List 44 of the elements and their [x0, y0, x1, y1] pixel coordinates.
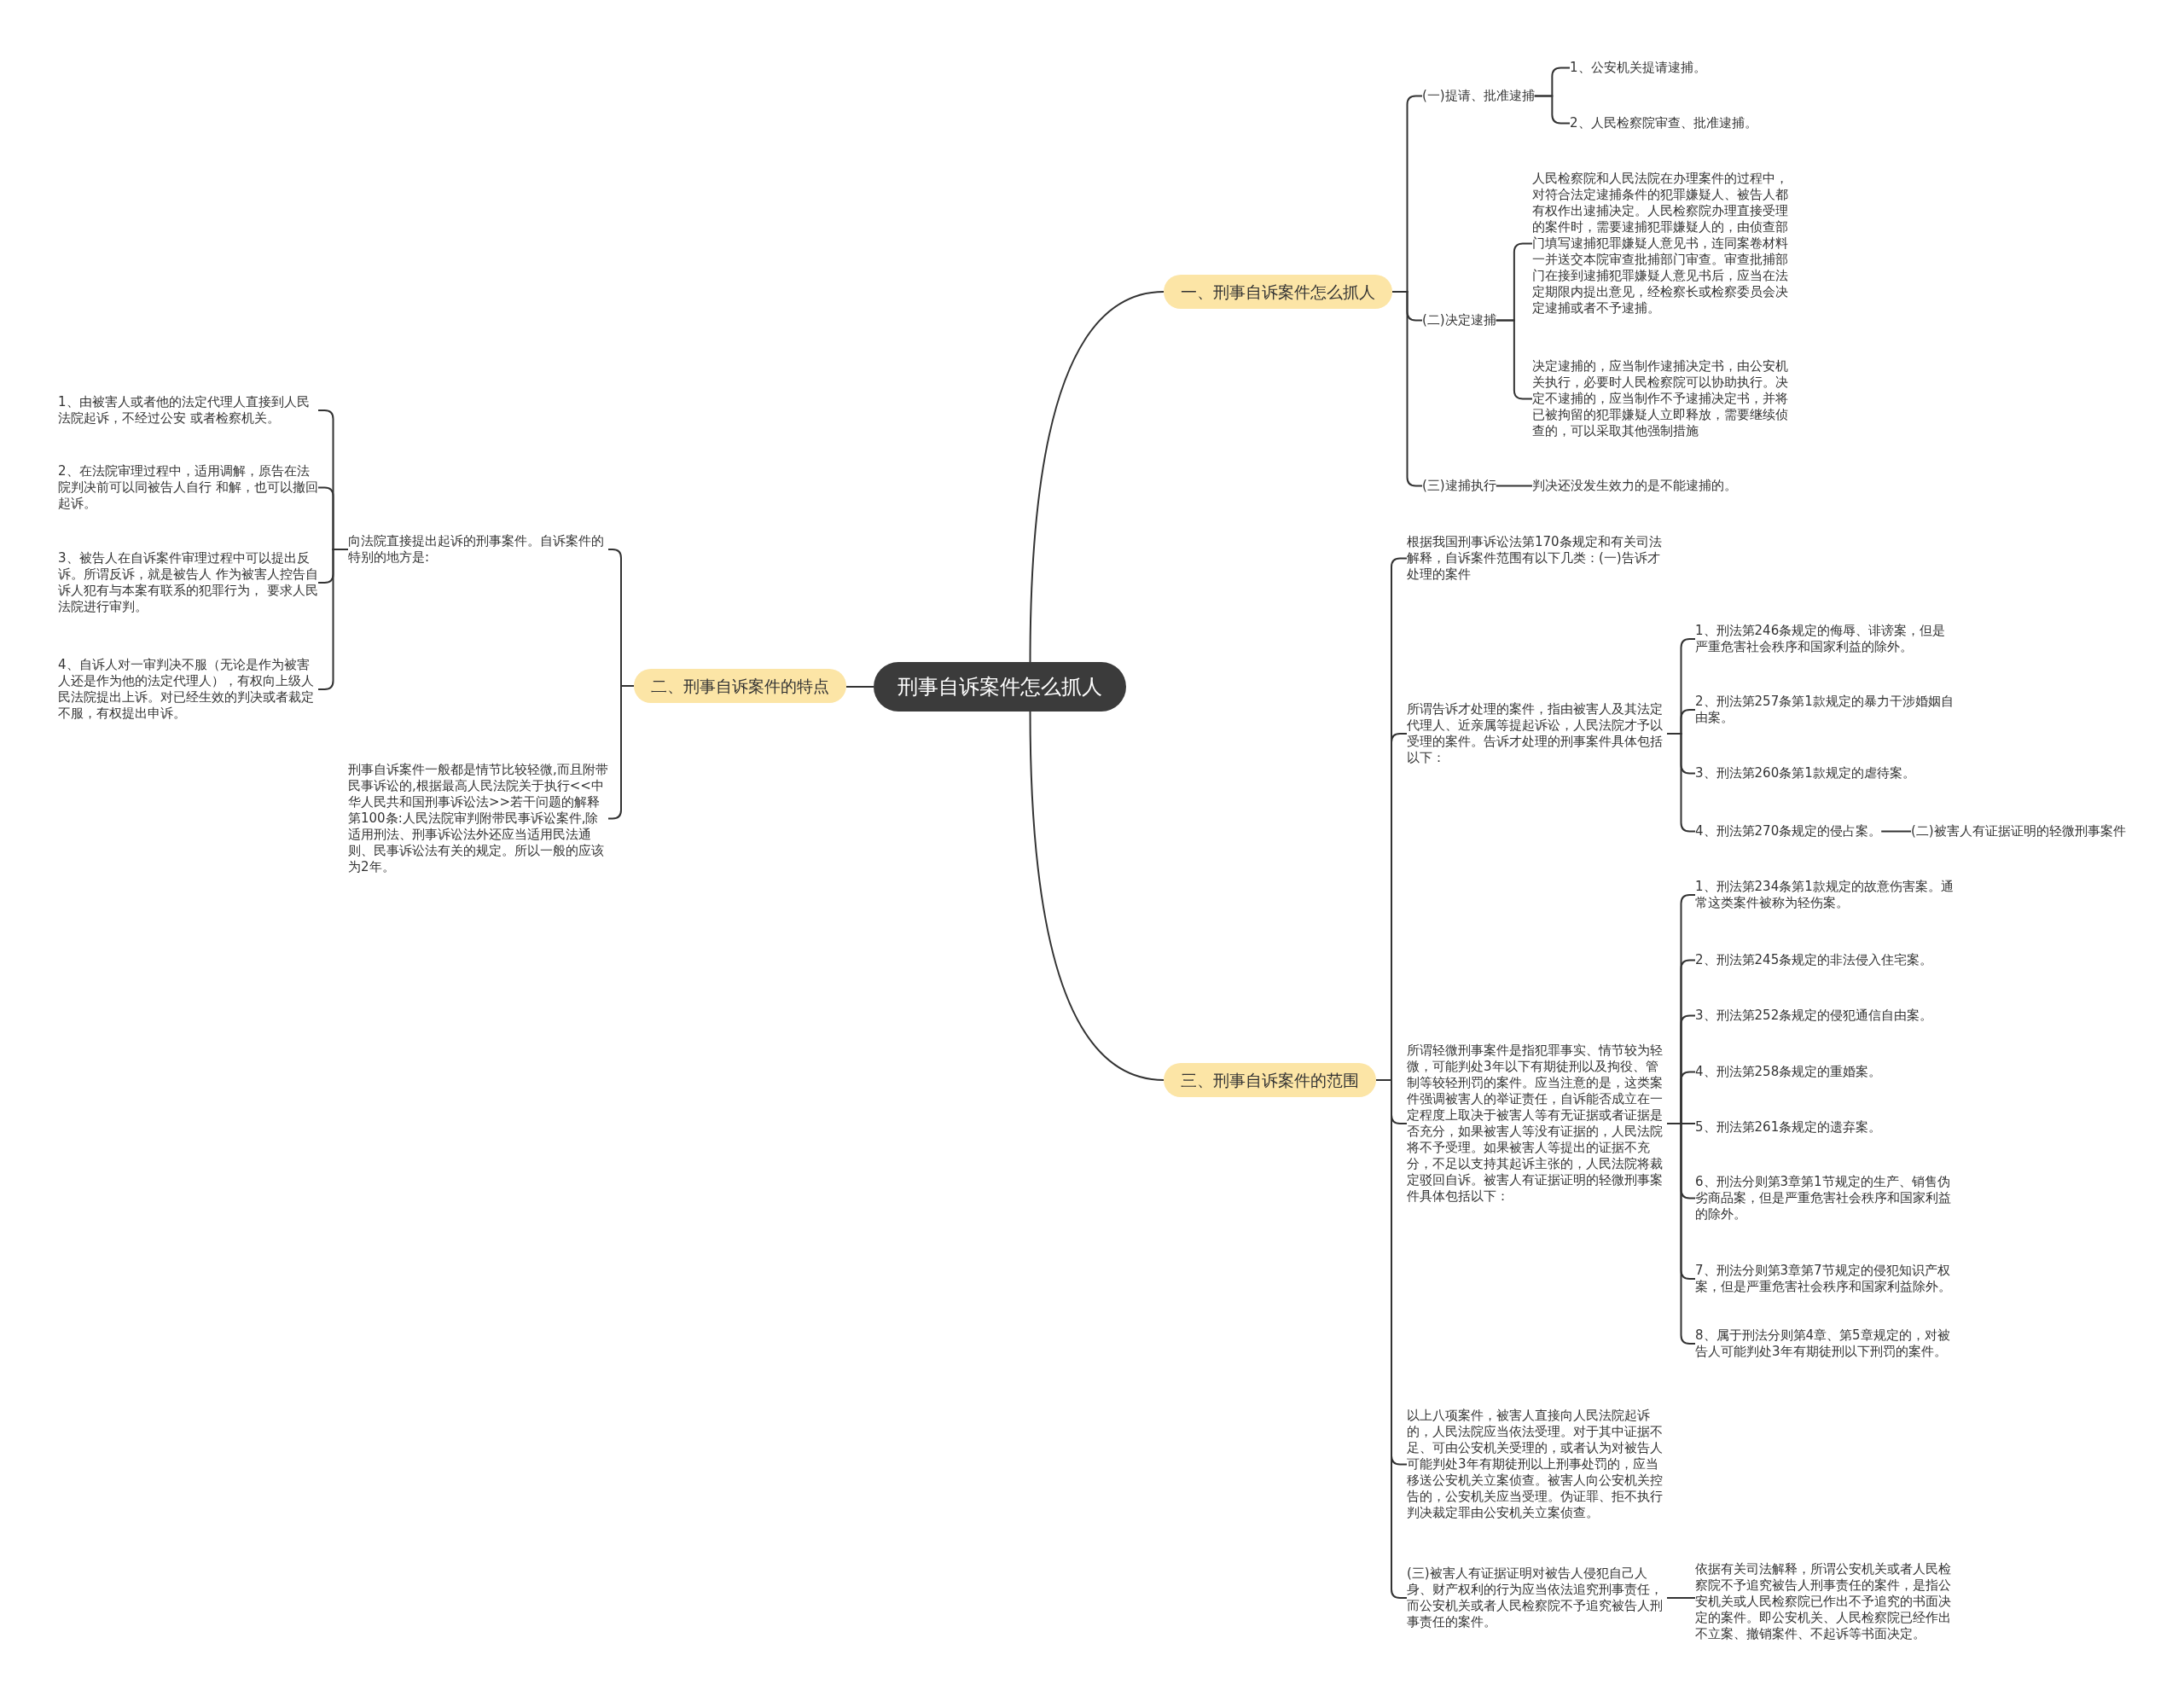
- branch-topic: 三、刑事自诉案件的范围: [1164, 1063, 1376, 1097]
- connector-line: [845, 686, 874, 688]
- topic-text: 3、刑法第252条规定的侵犯通信自由案。: [1695, 1008, 1933, 1024]
- branch-topic: 一、刑事自诉案件怎么抓人: [1164, 275, 1392, 309]
- topic-text: 所谓告诉才处理的案件，指由被害人及其法定代理人、近亲属等提起诉讼，人民法院才予以受理的案件。告诉才处理的刑事案件具体包括以下：: [1407, 701, 1667, 766]
- topic-text: 判决还没发生效力的是不能逮捕的。: [1532, 478, 1737, 494]
- connector-line: [1029, 291, 1165, 663]
- topic-text: (一)提请、批准逮捕: [1422, 88, 1535, 104]
- topic-text: 4、刑法第258条规定的重婚案。: [1695, 1064, 1882, 1080]
- topic-text: 2、人民检察院审查、批准逮捕。: [1570, 115, 1757, 131]
- topic-text: 1、由被害人或者他的法定代理人直接到人民法院起诉，不经过公安 或者检察机关。: [58, 394, 318, 427]
- connector-line: [1495, 485, 1533, 487]
- topic-text: 2、刑法第257条第1款规定的暴力干涉婚姻自由案。: [1695, 694, 1955, 726]
- topic-text: 依据有关司法解释，所谓公安机关或者人民检察院不予追究被告人刑事责任的案件，是指公安机关或人民检察院已作出不予追究的书面决定的案件。即公安机关、人民检察院已经作出不立案、撤销案件、不起诉等书面决定。: [1695, 1561, 1955, 1642]
- topic-text: 4、刑法第270条规定的侵占案。: [1695, 823, 1882, 839]
- topic-text: 3、被告人在自诉案件审理过程中可以提出反诉。所谓反诉，就是被告人 作为被害人控告自诉人犯有与本案有联系的犯罪行为， 要求人民法院进行审判。: [58, 550, 318, 615]
- branch-topic: 二、刑事自诉案件的特点: [634, 669, 846, 703]
- topic-text: 8、属于刑法分则第4章、第5章规定的，对被告人可能判处3年有期徒刑以下刑罚的案件。: [1695, 1327, 1955, 1360]
- topic-text: 向法院直接提出起诉的刑事案件。自诉案件的特别的地方是:: [348, 533, 608, 566]
- topic-text: 1、公安机关提请逮捕。: [1570, 60, 1706, 76]
- topic-text: 5、刑法第261条规定的遗弃案。: [1695, 1119, 1882, 1136]
- topic-text: 6、刑法分则第3章第1节规定的生产、销售伪劣商品案，但是严重危害社会秩序和国家利益的除外。: [1695, 1174, 1955, 1223]
- topic-text: 根据我国刑事诉讼法第170条规定和有关司法解释，自诉案件范围有以下几类：(一)告诉才处理的案件: [1407, 534, 1667, 583]
- connector-line: [1666, 1597, 1696, 1599]
- topic-text: 2、在法院审理过程中，适用调解，原告在法院判决前可以同被告人自行 和解，也可以撤回起诉。: [58, 463, 318, 512]
- topic-text: 4、自诉人对一审判决不服（无论是作为被害人还是作为他的法定代理人），有权向上级人民法院提出上诉。对已经生效的判决或者裁定不服，有权提出申诉。: [58, 657, 318, 722]
- topic-text: 所谓轻微刑事案件是指犯罪事实、情节较为轻微，可能判处3年以下有期徒刑以及拘役、管制等较轻刑罚的案件。应当注意的是，这类案件强调被害人的举证责任，自诉能否成立在一定程度上取决于被害人等有无证据或者证据是否充分，如果被害人等没有证据的，人民法院将不予受理。如果被害人等提出的证据不充分，不足以支持其起诉主张的，人民法院将裁定驳回自诉。被害人有证据证明的轻微刑事案件具体包括以下：: [1407, 1043, 1667, 1205]
- topic-text: 1、刑法第246条规定的侮辱、诽谤案，但是严重危害社会秩序和国家利益的除外。: [1695, 623, 1955, 655]
- topic-text: 人民检察院和人民法院在办理案件的过程中，对符合法定逮捕条件的犯罪嫌疑人、被告人都有权作出逮捕决定。人民检察院办理直接受理的案件时，需要逮捕犯罪嫌疑人的，由侦查部门填写逮捕犯罪嫌疑人意见书，连同案卷材料一并送交本院审查批捕部门审查。审查批捕部门在接到逮捕犯罪嫌疑人意见书后，应当在法定期限内提出意见，经检察长或检察委员会决定逮捕或者不予逮捕。: [1532, 171, 1792, 317]
- connector-line: [1880, 830, 1912, 833]
- topic-text: 决定逮捕的，应当制作逮捕决定书，由公安机关执行，必要时人民检察院可以协助执行。决定不逮捕的，应当制作不予逮捕决定书，并将已被拘留的犯罪嫌疑人立即释放，需要继续侦查的，可以采取其他强制措施: [1532, 358, 1792, 439]
- topic-text: (二)决定逮捕: [1422, 312, 1496, 328]
- central-topic: 刑事自诉案件怎么抓人: [874, 662, 1126, 712]
- topic-text: 以上八项案件，被害人直接向人民法院起诉的，人民法院应当依法受理。对于其中证据不足、可由公安机关受理的，或者认为对被告人可能判处3年有期徒刑以上刑事处罚的，应当移送公安机关立案侦查。被害人向公安机关控告的，公安机关应当受理。伪证罪、拒不执行判决裁定罪由公安机关立案侦查。: [1407, 1408, 1667, 1521]
- topic-text: 刑事自诉案件一般都是情节比较轻微,而且附带民事诉讼的,根据最高人民法院关于执行<<中华人民共和国刑事诉讼法>>若干问题的解释第100条:人民法院审判附带民事诉讼案件,除适用刑法、刑事诉讼法外还应当适用民法通则、民事诉讼法有关的规定。所以一般的应该为2年。: [348, 762, 608, 875]
- topic-text: 3、刑法第260条第1款规定的虐待案。: [1695, 765, 1915, 781]
- topic-text: 1、刑法第234条第1款规定的故意伤害案。通常这类案件被称为轻伤案。: [1695, 879, 1955, 911]
- topic-text: 2、刑法第245条规定的非法侵入住宅案。: [1695, 952, 1933, 968]
- topic-text: 7、刑法分则第3章第7节规定的侵犯知识产权案，但是严重危害社会秩序和国家利益除外。: [1695, 1263, 1955, 1295]
- connector-line: [1533, 95, 1571, 125]
- connector-line: [1029, 711, 1165, 1081]
- topic-text: (二)被害人有证据证明的轻微刑事案件: [1911, 823, 2126, 839]
- topic-text: (三)逮捕执行: [1422, 478, 1496, 494]
- topic-text: (三)被害人有证据证明对被告人侵犯自己人身、财产权利的行为应当依法追究刑事责任，而公安机关或者人民检察院不予追究被告人刑事责任的案件。: [1407, 1565, 1667, 1630]
